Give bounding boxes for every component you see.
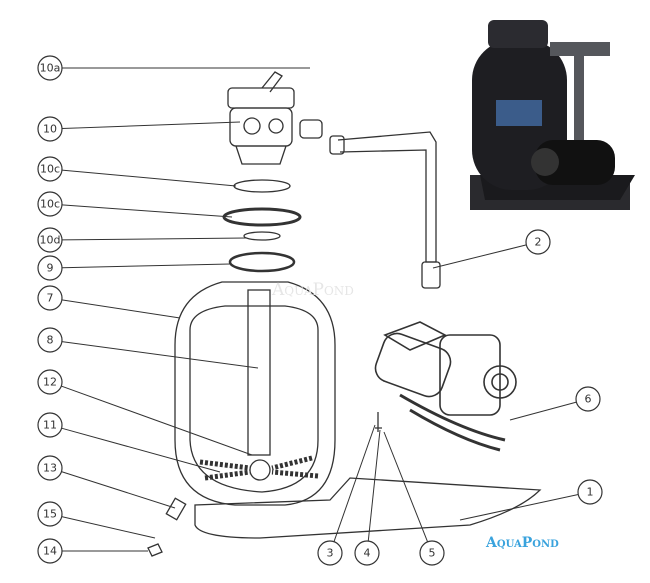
callout-label: 15	[43, 508, 57, 521]
callout-circle	[37, 156, 63, 182]
callout-pump: 6	[509, 386, 601, 421]
leader-line	[61, 169, 237, 187]
callout-label: 2	[535, 236, 542, 249]
leader-line	[61, 341, 259, 369]
leader-line	[61, 237, 247, 241]
callout-circle	[37, 501, 63, 527]
callout-clamp-gasket: 10d	[37, 227, 247, 253]
callout-label: 10c	[40, 163, 60, 176]
multiport-valve-drawing	[227, 71, 295, 165]
callout-circle	[37, 191, 63, 217]
callout-label: 4	[364, 547, 371, 560]
callout-laterals: 11	[37, 412, 221, 473]
callout-label: 8	[47, 334, 54, 347]
leader-line	[61, 385, 253, 456]
leader-line	[61, 516, 156, 539]
leader-line	[61, 471, 176, 509]
tank-drawing	[174, 281, 336, 506]
leader-line	[432, 244, 527, 269]
clamp-drawing	[222, 207, 302, 227]
callout-circle	[37, 55, 63, 81]
callout-filter-tank: 7	[37, 285, 181, 319]
base-plate-drawing	[194, 477, 542, 539]
callout-circle	[37, 412, 63, 438]
callout-label: 10d	[40, 234, 61, 247]
callout-circle	[37, 369, 63, 395]
callout-label: 10	[43, 123, 57, 136]
pump-drawing	[374, 321, 517, 452]
callout-drain-plug: 13	[37, 455, 176, 509]
callout-circle	[37, 227, 63, 253]
connection-pipe-drawing	[329, 131, 441, 289]
callout-label: 14	[43, 545, 57, 558]
callout-valve-cap: 10a	[37, 55, 310, 81]
callout-drain-o-ring: 15	[37, 501, 156, 539]
callout-label: 3	[327, 547, 334, 560]
callout-circle	[37, 255, 63, 281]
leader-line	[61, 427, 221, 473]
callout-washer: 4	[354, 429, 381, 566]
watermark-logo: AquaPond	[486, 535, 559, 551]
hub-drawing	[249, 459, 271, 481]
callout-circle	[525, 229, 551, 255]
callout-nut: 5	[383, 431, 445, 566]
callout-label: 6	[585, 393, 592, 406]
leader-line	[61, 204, 233, 218]
callout-circle	[354, 540, 380, 566]
callout-label: 13	[43, 462, 57, 475]
callout-screw: 3	[317, 424, 376, 566]
leader-line	[509, 401, 577, 421]
o-ring-drawing	[233, 179, 291, 193]
callout-label: 10a	[40, 62, 61, 75]
callout-base-plate: 1	[459, 479, 603, 521]
callout-label: 12	[43, 376, 57, 389]
callout-valve-clamp-ring: 10c	[37, 191, 233, 218]
product-photo	[470, 20, 635, 210]
callout-drain-cap: 14	[37, 538, 148, 564]
callout-valve-o-ring: 10c	[37, 156, 237, 187]
leader-line	[367, 429, 381, 542]
callout-label: 7	[47, 292, 54, 305]
leader-line	[61, 263, 231, 269]
callout-circle	[37, 538, 63, 564]
callout-circle	[37, 285, 63, 311]
leader-line	[61, 299, 181, 319]
callout-label: 11	[43, 419, 57, 432]
callout-circle	[419, 540, 445, 566]
callout-label: 9	[47, 262, 54, 275]
valve-cap-drawing	[299, 119, 323, 139]
flange-drawing	[228, 251, 296, 273]
callout-tank-flange: 9	[37, 255, 231, 281]
leader-line	[383, 431, 429, 543]
watermark-center: AquaPond	[272, 280, 354, 300]
callout-circle	[577, 479, 603, 505]
callout-standpipe: 8	[37, 327, 259, 369]
callout-lateral-hub: 12	[37, 369, 253, 456]
callout-circle	[37, 327, 63, 353]
callout-circle	[317, 540, 343, 566]
callout-label: 10c	[40, 198, 60, 211]
callout-multiport-valve: 10	[37, 116, 241, 142]
callout-connection-pipe: 2	[432, 229, 551, 269]
callout-circle	[575, 386, 601, 412]
leader-line	[333, 424, 376, 542]
callout-circle	[37, 116, 63, 142]
callout-label: 5	[429, 547, 436, 560]
laterals-drawing	[199, 455, 319, 481]
callout-label: 1	[587, 486, 594, 499]
callout-circle	[37, 455, 63, 481]
gasket-drawing	[243, 231, 281, 241]
standpipe-drawing	[247, 289, 271, 456]
leader-line	[61, 121, 241, 130]
leader-line	[459, 494, 579, 521]
